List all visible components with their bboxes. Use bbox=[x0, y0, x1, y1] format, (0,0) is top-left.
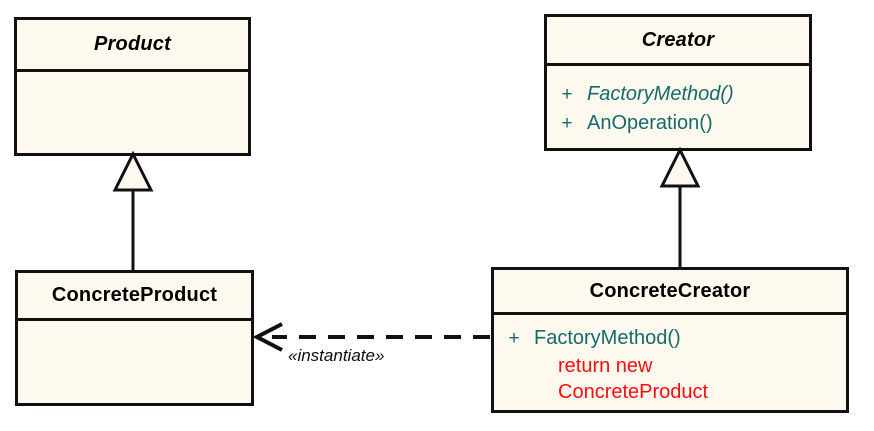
class-title-concreteproduct: ConcreteProduct bbox=[51, 284, 218, 306]
class-box-product[interactable]: Product bbox=[14, 17, 251, 156]
class-box-concreteproduct[interactable]: ConcreteProduct bbox=[15, 270, 254, 406]
member-row[interactable]: + FactoryMethod() bbox=[494, 328, 846, 348]
member-note-concreteproduct: ConcreteProduct bbox=[558, 381, 709, 403]
class-box-concretecreator[interactable]: ConcreteCreator + FactoryMethod() return… bbox=[491, 267, 849, 413]
class-members-compartment-product bbox=[17, 72, 248, 153]
member-label-factorymethod: FactoryMethod() bbox=[534, 327, 681, 349]
class-name-compartment-concreteproduct: ConcreteProduct bbox=[18, 273, 251, 321]
class-name-compartment-creator: Creator bbox=[547, 17, 809, 66]
class-members-compartment-creator: + FactoryMethod() + AnOperation() bbox=[547, 66, 809, 148]
member-visibility-icon: + bbox=[561, 84, 573, 105]
class-members-compartment-concreteproduct bbox=[18, 321, 251, 403]
member-label-anoperation: AnOperation() bbox=[587, 112, 713, 134]
class-box-creator[interactable]: Creator + FactoryMethod() + AnOperation(… bbox=[544, 14, 812, 151]
dependency-label-instantiate: «instantiate» bbox=[288, 346, 385, 365]
member-row[interactable]: + FactoryMethod() bbox=[547, 84, 809, 104]
member-visibility-icon: + bbox=[561, 113, 573, 134]
member-note-return-new: return new bbox=[558, 355, 653, 377]
class-name-compartment-concretecreator: ConcreteCreator bbox=[494, 270, 846, 315]
class-title-concretecreator: ConcreteCreator bbox=[589, 279, 751, 302]
class-members-compartment-concretecreator: + FactoryMethod() return new ConcretePro… bbox=[494, 315, 846, 410]
class-title-creator: Creator bbox=[641, 28, 715, 51]
member-row[interactable]: + AnOperation() bbox=[547, 113, 809, 133]
member-visibility-icon: + bbox=[508, 328, 520, 349]
class-title-product: Product bbox=[94, 33, 171, 55]
class-name-compartment-product: Product bbox=[17, 20, 248, 72]
member-label-factorymethod: FactoryMethod() bbox=[587, 83, 734, 105]
